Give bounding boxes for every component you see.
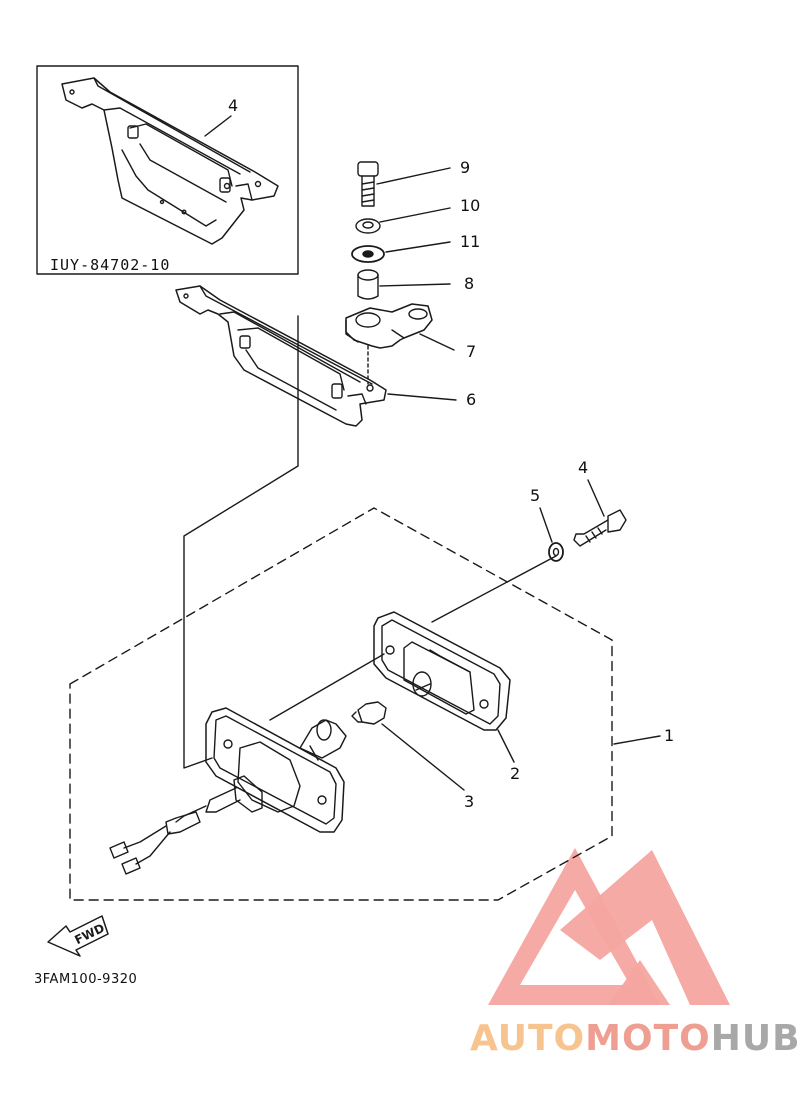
part-label-3: 3	[464, 792, 475, 811]
watermark-text-auto: AUTO	[470, 1018, 586, 1059]
collar-part-8	[357, 269, 379, 300]
inset-part-label-4: 4	[228, 96, 239, 115]
lamp-housing-socket	[205, 707, 347, 833]
mounting-connector-line	[183, 315, 299, 769]
bulb-part-3	[351, 701, 387, 725]
leader-inset-4	[204, 115, 232, 137]
washer-part-5	[548, 542, 564, 562]
washer-part-10	[355, 218, 381, 234]
watermark-text-hub: HUB	[710, 1018, 800, 1059]
leader-8	[379, 283, 451, 287]
part-label-6: 6	[466, 390, 477, 409]
leader-2	[497, 729, 515, 763]
leader-5	[539, 507, 553, 543]
leader-10	[379, 207, 451, 223]
leader-1	[613, 735, 661, 745]
part-label-5: 5	[530, 486, 541, 505]
bracket-part-6	[175, 285, 387, 427]
watermark-text: AUTOMOTOHUB	[470, 1018, 800, 1059]
washer-part-11	[351, 245, 385, 263]
leader-3	[381, 723, 465, 791]
lens-align-line	[269, 653, 385, 721]
part-label-4: 4	[578, 458, 589, 477]
inset-bracket-drawing	[61, 77, 279, 245]
part-label-11: 11	[460, 232, 481, 251]
inset-part-code: IUY-84702-10	[50, 256, 171, 274]
inset-frame	[36, 65, 299, 275]
watermark-logo-icon	[488, 848, 730, 1005]
screw-align-line	[431, 555, 557, 623]
lamp-assembly-outline	[69, 507, 613, 901]
leader-6	[387, 393, 457, 401]
watermark-text-moto: MOTO	[585, 1018, 711, 1059]
part-label-2: 2	[510, 764, 521, 783]
leader-7	[419, 333, 455, 351]
part-label-9: 9	[460, 158, 471, 177]
part-label-7: 7	[466, 342, 477, 361]
screw-part-4	[573, 509, 627, 547]
wire-harness	[109, 787, 241, 875]
lens-part-2	[373, 611, 511, 731]
part-label-8: 8	[464, 274, 475, 293]
leader-11	[385, 241, 451, 253]
leader-4	[587, 479, 605, 517]
stay-part-7	[345, 303, 433, 349]
bolt-part-9	[357, 161, 379, 207]
leader-9	[376, 167, 451, 185]
fwd-arrow-icon: FWD	[47, 915, 109, 957]
part-label-1: 1	[664, 726, 675, 745]
part-label-10: 10	[460, 196, 481, 215]
diagram-reference-code: 3FAM100-9320	[34, 972, 138, 987]
